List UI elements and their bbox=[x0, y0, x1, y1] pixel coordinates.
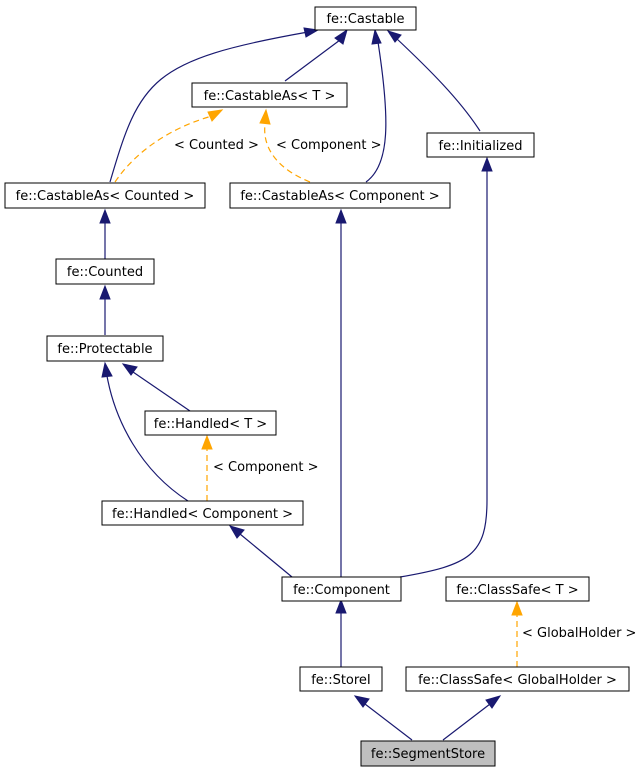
class-node-storei[interactable]: fe::StoreI bbox=[299, 666, 383, 692]
class-node-classsafe-globalholder[interactable]: fe::ClassSafe< GlobalHolder > bbox=[405, 666, 630, 692]
arrowhead bbox=[334, 28, 348, 45]
class-node-classsafe-t[interactable]: fe::ClassSafe< T > bbox=[445, 576, 590, 602]
edge-label-globalholder: < GlobalHolder > bbox=[522, 626, 636, 641]
class-node-castableas-component[interactable]: fe::CastableAs< Component > bbox=[229, 182, 451, 209]
edge-handled-component-to-protectable bbox=[106, 375, 189, 502]
arrowhead bbox=[481, 156, 493, 172]
arrowhead bbox=[228, 525, 245, 539]
class-label: fe::SegmentStore bbox=[371, 747, 485, 762]
class-node-initialized[interactable]: fe::Initialized bbox=[426, 132, 535, 158]
class-label: fe::Handled< T > bbox=[154, 417, 267, 432]
class-label: fe::ClassSafe< T > bbox=[456, 583, 578, 598]
edge-component-to-handled-component bbox=[239, 533, 293, 578]
class-node-component[interactable]: fe::Component bbox=[281, 576, 402, 602]
edge-label-counted: < Counted > bbox=[174, 138, 259, 153]
arrowhead bbox=[121, 363, 138, 376]
edge-castableas-counted-to-castable bbox=[109, 31, 309, 183]
class-label: fe::Handled< Component > bbox=[112, 507, 293, 522]
class-label: fe::CastableAs< Counted > bbox=[16, 189, 195, 204]
edge-label-component-handled: < Component > bbox=[213, 460, 319, 475]
class-node-segmentstore[interactable]: fe::SegmentStore bbox=[360, 740, 496, 767]
arrowhead bbox=[207, 109, 224, 122]
arrowhead bbox=[386, 30, 402, 43]
edge-handled-t-to-protectable bbox=[132, 371, 191, 412]
edge-component-to-initialized bbox=[399, 170, 488, 578]
edge-segmentstore-to-storei bbox=[364, 703, 413, 741]
class-node-castableas-t[interactable]: fe::CastableAs< T > bbox=[191, 82, 348, 108]
arrowhead bbox=[101, 361, 113, 378]
edge-template-castableas-component bbox=[264, 123, 311, 183]
edge-castableas-component-to-castable bbox=[365, 41, 387, 183]
arrowhead bbox=[201, 434, 213, 450]
class-node-castableas-counted[interactable]: fe::CastableAs< Counted > bbox=[4, 182, 206, 209]
arrowhead bbox=[335, 208, 347, 224]
arrowhead bbox=[99, 208, 111, 224]
arrowhead bbox=[485, 695, 502, 709]
arrowhead bbox=[335, 598, 347, 614]
arrowhead bbox=[259, 108, 271, 125]
class-label: fe::Component bbox=[293, 583, 390, 598]
class-node-handled-component[interactable]: fe::Handled< Component > bbox=[101, 500, 304, 526]
class-label: fe::Counted bbox=[67, 265, 143, 280]
class-node-handled-t[interactable]: fe::Handled< T > bbox=[144, 410, 277, 436]
edge-template-castableas-counted bbox=[114, 115, 213, 183]
class-label: fe::Initialized bbox=[439, 139, 523, 154]
class-label: fe::CastableAs< Component > bbox=[240, 189, 439, 204]
class-label: fe::Castable bbox=[326, 12, 404, 27]
class-node-protectable[interactable]: fe::Protectable bbox=[46, 335, 164, 362]
edge-castableas-t-to-castable bbox=[284, 39, 341, 82]
class-node-counted[interactable]: fe::Counted bbox=[55, 258, 155, 285]
class-label: fe::StoreI bbox=[311, 673, 371, 688]
edge-label-component-castable: < Component > bbox=[276, 138, 382, 153]
edge-segmentstore-to-classsafe-globalholder bbox=[442, 703, 491, 741]
class-node-castable[interactable]: fe::Castable bbox=[314, 6, 417, 31]
arrowhead bbox=[371, 28, 382, 45]
class-label: fe::ClassSafe< GlobalHolder > bbox=[418, 673, 617, 688]
arrowhead bbox=[99, 284, 111, 300]
edge-initialized-to-castable bbox=[395, 37, 481, 132]
arrowhead bbox=[353, 695, 370, 708]
class-label: fe::CastableAs< T > bbox=[204, 89, 336, 104]
arrowhead bbox=[511, 600, 523, 616]
class-label: fe::Protectable bbox=[57, 342, 152, 357]
